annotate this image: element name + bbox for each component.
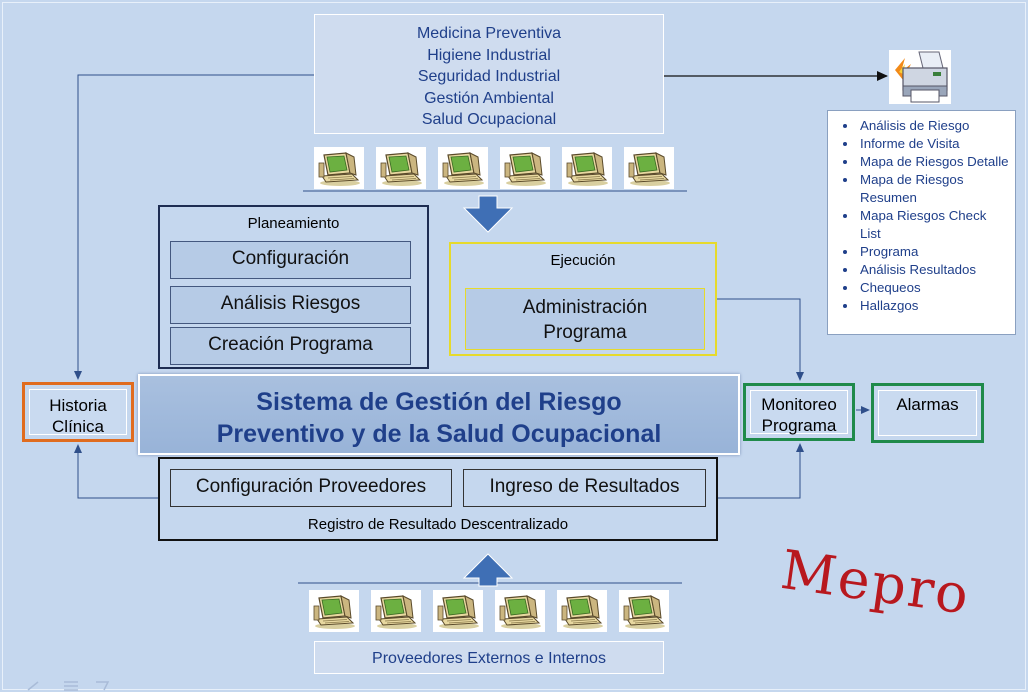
computer-icon (562, 147, 612, 189)
report-item: Mapa Riesgos Check List (858, 207, 1009, 243)
top-computers-row (314, 147, 674, 189)
disciplines-box: Medicina Preventiva Higiene Industrial S… (314, 14, 664, 134)
monitoreo-programa-box[interactable]: Monitoreo Programa (743, 383, 855, 441)
ejecucion-title: Ejecución (550, 252, 616, 269)
planeamiento-title: Planeamiento (247, 215, 340, 232)
discipline-text: Medicina Preventiva (416, 25, 562, 42)
monitoreo-line: Monitoreo (761, 395, 837, 414)
planeamiento-panel: Planeamiento Configuración Análisis Ries… (158, 205, 429, 369)
computer-icon (495, 590, 545, 632)
historia-clinica-box[interactable]: Historia Clínica (22, 382, 134, 442)
report-item: Hallazgos (858, 297, 1009, 315)
creacion-programa-button[interactable]: Creación Programa (170, 327, 411, 365)
report-item: Análisis de Riesgo (858, 117, 1009, 135)
ejecucion-panel: Ejecución Administración Programa (449, 242, 717, 356)
main-system-banner: Sistema de Gestión del Riesgo Preventivo… (138, 374, 740, 455)
alarmas-box[interactable]: Alarmas (871, 383, 984, 443)
next-icon (96, 681, 110, 691)
arrow-up-icon (462, 553, 514, 587)
discipline-text: Higiene Industrial (427, 46, 551, 64)
analisis-riesgos-button[interactable]: Análisis Riesgos (170, 286, 411, 324)
reports-list: Análisis de Riesgo Informe de Visita Map… (827, 110, 1016, 335)
line-ejecucion-to-monitoreo (717, 298, 804, 381)
arrow-down-icon (462, 195, 514, 233)
line-registro-to-historia (74, 444, 158, 499)
printer-icon (889, 50, 951, 104)
monitoreo-line: Programa (761, 416, 837, 435)
registro-label: Registro de Resultado Descentralizado (307, 516, 569, 533)
discipline-text: Gestión Ambiental (424, 89, 554, 107)
configuracion-button[interactable]: Configuración (170, 241, 411, 279)
computer-icon (371, 590, 421, 632)
pen-icon (27, 681, 39, 691)
discipline-text: Salud Ocupacional (421, 111, 557, 128)
alarmas-button[interactable]: Alarmas (878, 390, 977, 436)
admin-line: Programa (543, 322, 627, 343)
system-title-line: Sistema de Gestión del Riesgo (256, 388, 622, 416)
discipline-text: Seguridad Industrial (417, 68, 561, 85)
computer-icon (314, 147, 364, 189)
computer-icon (376, 147, 426, 189)
report-item: Mapa de Riesgos Resumen (858, 171, 1009, 207)
line-top-to-historia (74, 74, 314, 380)
menu-icon (64, 681, 78, 691)
computer-icon (433, 590, 483, 632)
historia-line: Clínica (52, 417, 104, 436)
ingreso-resultados-button[interactable]: Ingreso de Resultados (463, 469, 706, 507)
line-registro-to-monitoreo (718, 443, 804, 499)
computer-icon (438, 147, 488, 189)
administracion-programa-button[interactable]: Administración Programa (465, 288, 705, 350)
system-title-line: Preventivo y de la Salud Ocupacional (216, 420, 662, 448)
report-item: Programa (858, 243, 1009, 261)
bottom-computers-row (309, 590, 669, 632)
report-item: Análisis Resultados (858, 261, 1009, 279)
computer-icon (309, 590, 359, 632)
configuracion-proveedores-button[interactable]: Configuración Proveedores (170, 469, 452, 507)
monitoreo-programa-button[interactable]: Monitoreo Programa (750, 390, 848, 435)
report-item: Informe de Visita (858, 135, 1009, 153)
report-item: Chequeos (858, 279, 1009, 297)
slide-controls[interactable] (8, 678, 118, 692)
historia-line: Historia (49, 396, 107, 415)
report-item: Mapa de Riesgos Detalle (858, 153, 1009, 171)
computer-icon (624, 147, 674, 189)
computer-icon (619, 590, 669, 632)
proveedores-box: Proveedores Externos e Internos (314, 641, 664, 674)
registro-panel: Configuración Proveedores Ingreso de Res… (158, 457, 718, 541)
computer-icon (500, 147, 550, 189)
admin-line: Administración (522, 297, 648, 318)
computer-icon (557, 590, 607, 632)
historia-clinica-button[interactable]: Historia Clínica (29, 389, 127, 436)
